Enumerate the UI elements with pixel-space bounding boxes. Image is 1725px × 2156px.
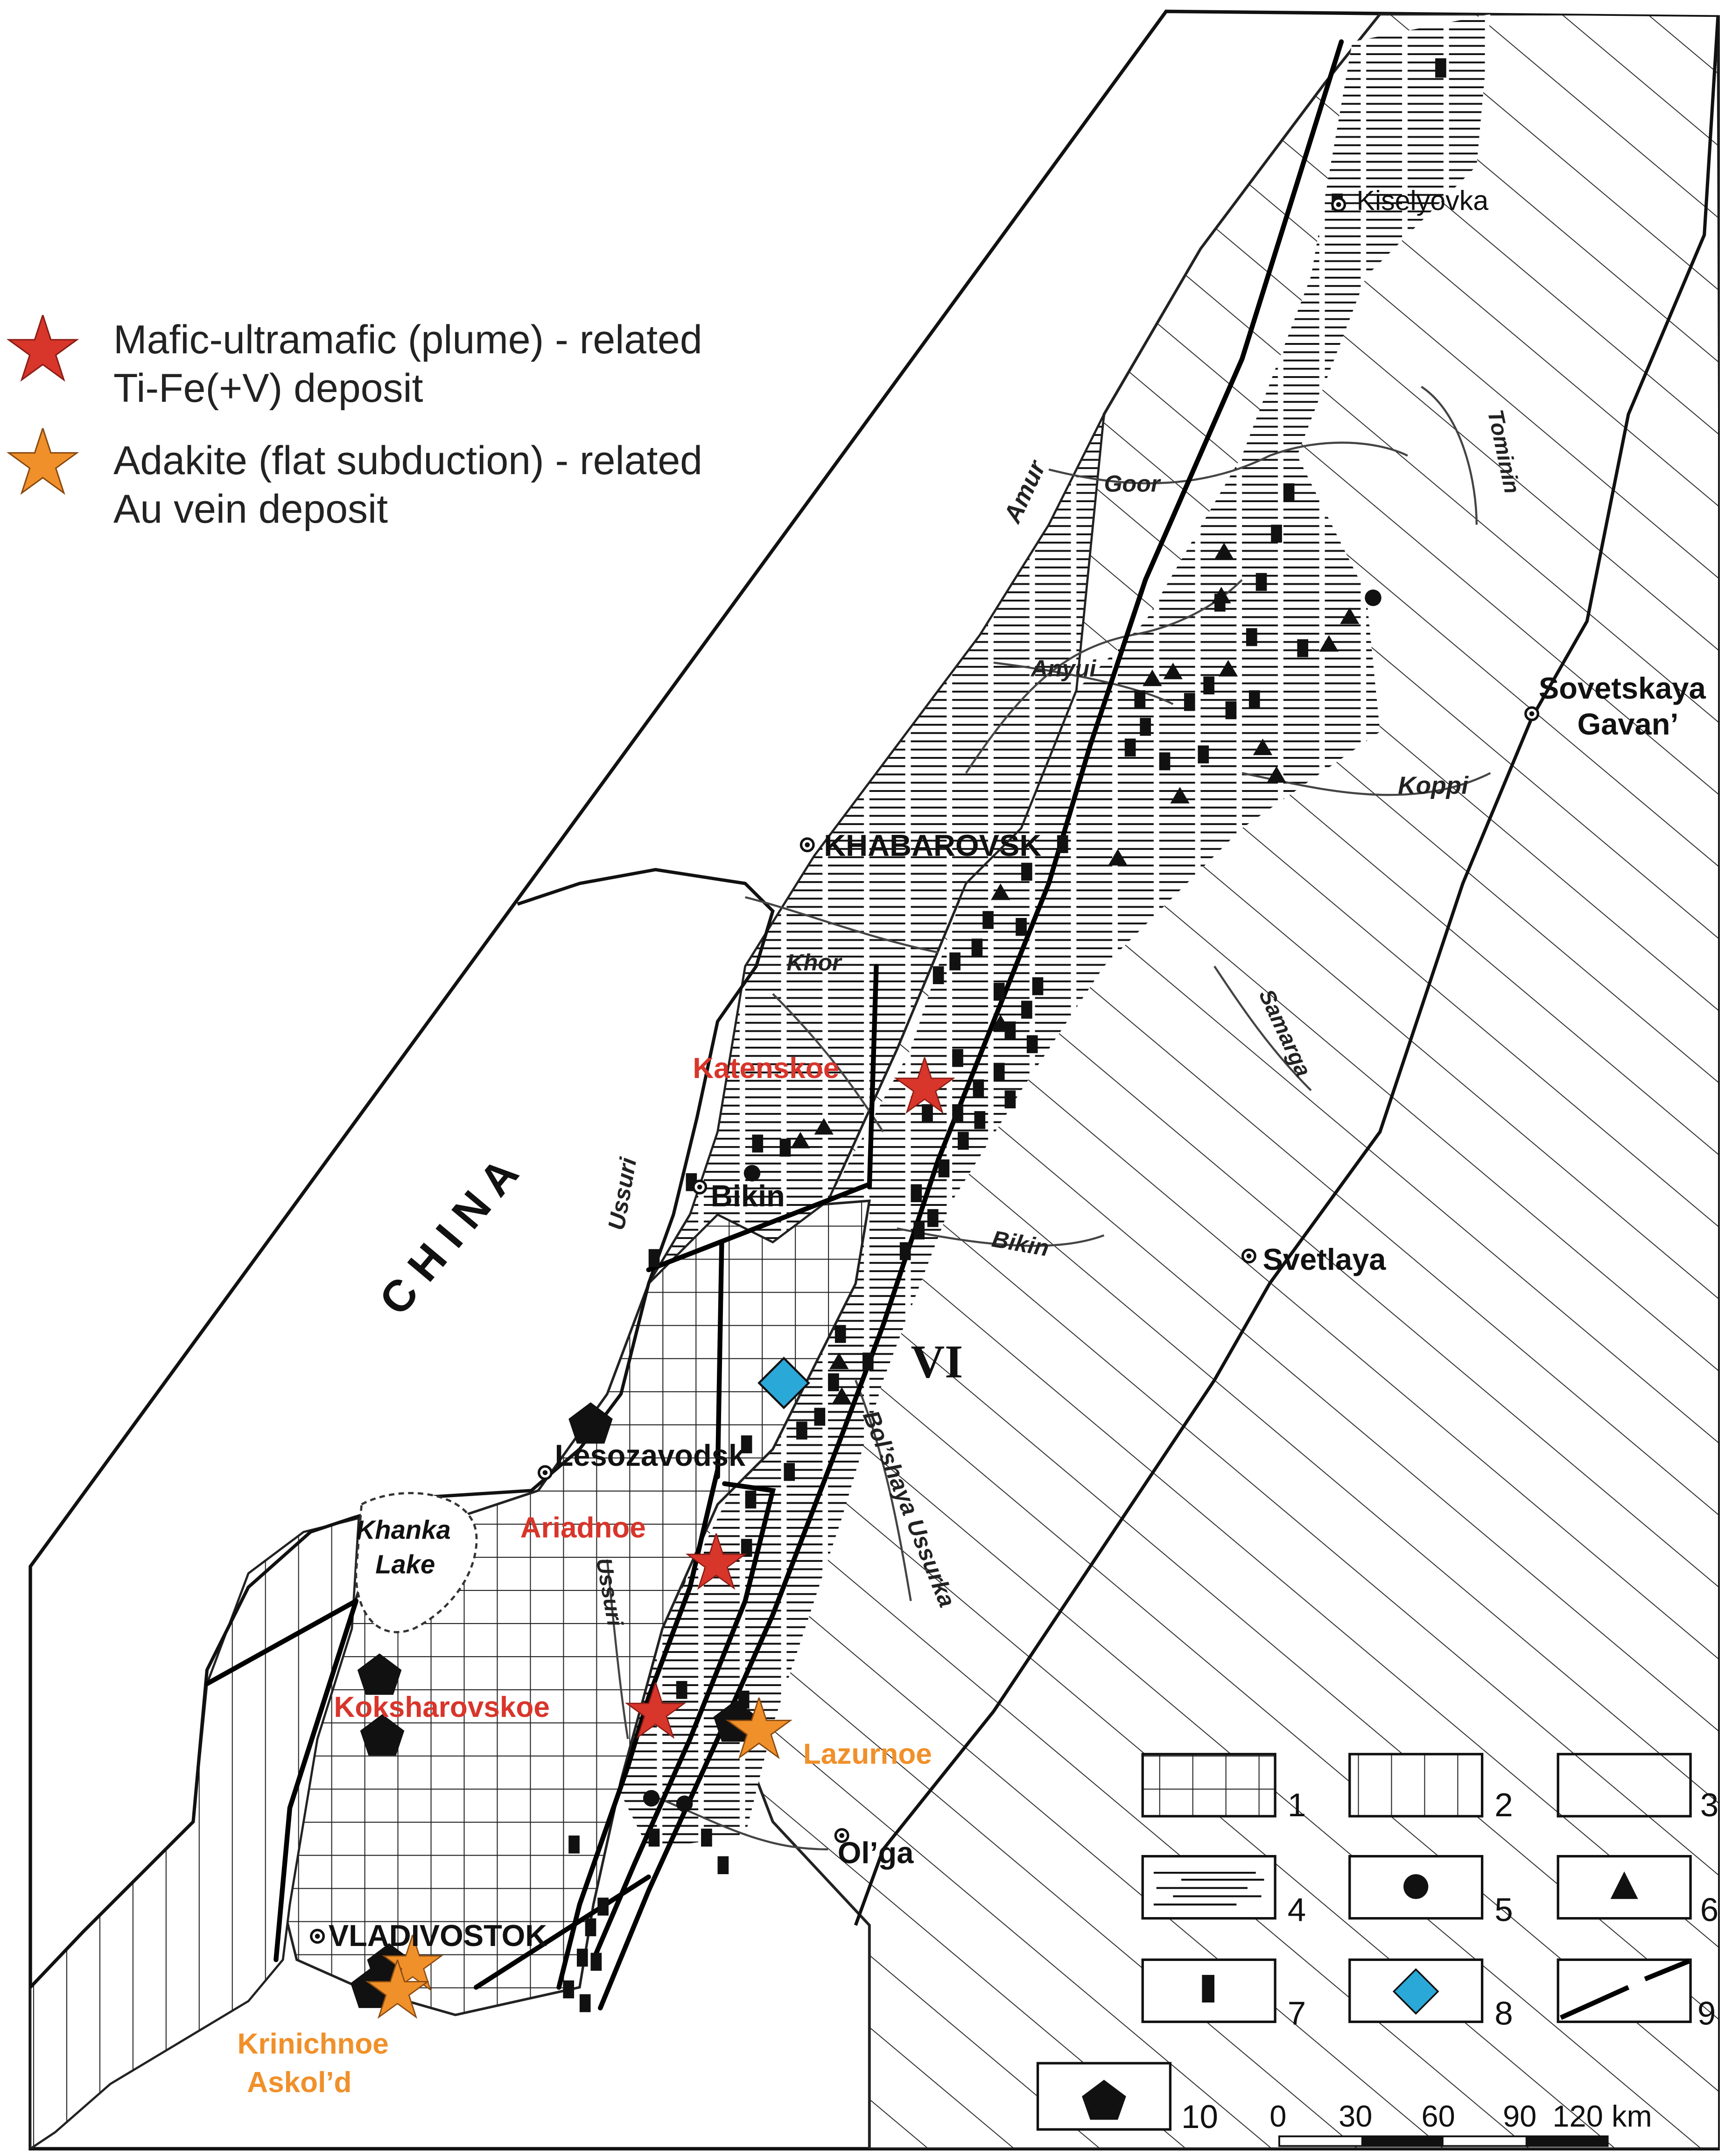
khanka-lake	[355, 1492, 478, 1633]
black-pentagon-icon	[1082, 2079, 1126, 2120]
legend-num-10: 10	[1181, 2099, 1218, 2135]
river-khor: Khor	[786, 949, 842, 975]
label-lake: Lake	[375, 1549, 435, 1579]
blue-diamond-icon	[757, 1357, 810, 1409]
river-anyui: Anyui	[1030, 656, 1097, 682]
deposit-krinichnoe: Krinichnoe	[238, 2028, 389, 2060]
zone-northwest-land	[647, 413, 1105, 1285]
label-sovetskaya: Sovetskaya	[1539, 671, 1706, 705]
label-lesozavodsk: Lesozavodsk	[555, 1438, 746, 1472]
river-amur: Amur	[998, 455, 1052, 528]
deposit-askold: Askol’d	[247, 2066, 351, 2099]
scale-label-0: 0	[1269, 2099, 1286, 2133]
red-star-icon	[9, 315, 77, 380]
legend-num-4: 4	[1288, 1892, 1306, 1929]
legend-num-7: 7	[1288, 1995, 1306, 2032]
label-khabarovsk: KHABAROVSK	[824, 828, 1041, 862]
label-vladivostok: VLADIVOSTOK	[329, 1918, 547, 1953]
scale-label-120: 120 km	[1552, 2099, 1652, 2133]
label-zone-vi: VI	[911, 1336, 963, 1388]
label-gavan: Gavan’	[1578, 707, 1679, 741]
legend-blue-diamond-icon	[1392, 1968, 1439, 2015]
legend-num-8: 8	[1494, 1995, 1513, 2032]
river-ussuri-north: Ussuri	[603, 1155, 641, 1232]
zone-north-coast	[854, 14, 1718, 1926]
legend-orange-star-text: Adakite (flat subduction) - related Au v…	[113, 436, 702, 533]
legend-num-5: 5	[1494, 1892, 1513, 1929]
deposit-katenskoe: Katenskoe	[693, 1052, 839, 1085]
label-china: C H I N A	[370, 1149, 528, 1324]
legend-num-9: 9	[1697, 1995, 1716, 2032]
fault-line-icon	[1560, 1959, 1690, 2020]
river-goor: Goor	[1104, 470, 1161, 497]
label-olga: Ol’ga	[838, 1835, 914, 1869]
legend-num-6: 6	[1700, 1892, 1718, 1929]
scale-label-30: 30	[1339, 2099, 1372, 2133]
legend-orange-line1: Adakite (flat subduction) - related	[113, 438, 702, 483]
river-koppi: Koppi	[1398, 772, 1469, 799]
black-rectangle-icon	[1202, 1974, 1214, 2003]
scale-bar	[1278, 2135, 1609, 2147]
legend-red-star-text: Mafic-ultramafic (plume) - related Ti-Fe…	[113, 315, 702, 413]
orange-star-icon	[9, 428, 77, 493]
legend-num-1: 1	[1288, 1787, 1306, 1824]
scale-label-60: 60	[1422, 2099, 1455, 2133]
deposit-lazurnoe: Lazurnoe	[803, 1738, 932, 1771]
label-svetlaya: Svetlaya	[1262, 1242, 1386, 1276]
legend-num-3: 3	[1700, 1787, 1718, 1824]
label-bikin-town: Bikin	[711, 1179, 785, 1213]
legend-orange-line2: Au vein deposit	[113, 487, 388, 532]
deposit-koksharovskoe: Koksharovskoe	[334, 1691, 550, 1723]
black-circle-icon	[1403, 1874, 1429, 1899]
deposit-ariadnoe: Ariadnoe	[520, 1512, 646, 1544]
legend-red-line2: Ti-Fe(+V) deposit	[113, 366, 423, 411]
scale-label-90: 90	[1503, 2099, 1536, 2133]
black-triangle-icon	[1610, 1871, 1638, 1899]
label-kiselyovka: Kiselyovka	[1357, 185, 1489, 216]
legend-red-line1: Mafic-ultramafic (plume) - related	[113, 317, 702, 362]
label-khanka: Khanka	[356, 1515, 451, 1545]
legend-num-2: 2	[1494, 1787, 1513, 1824]
